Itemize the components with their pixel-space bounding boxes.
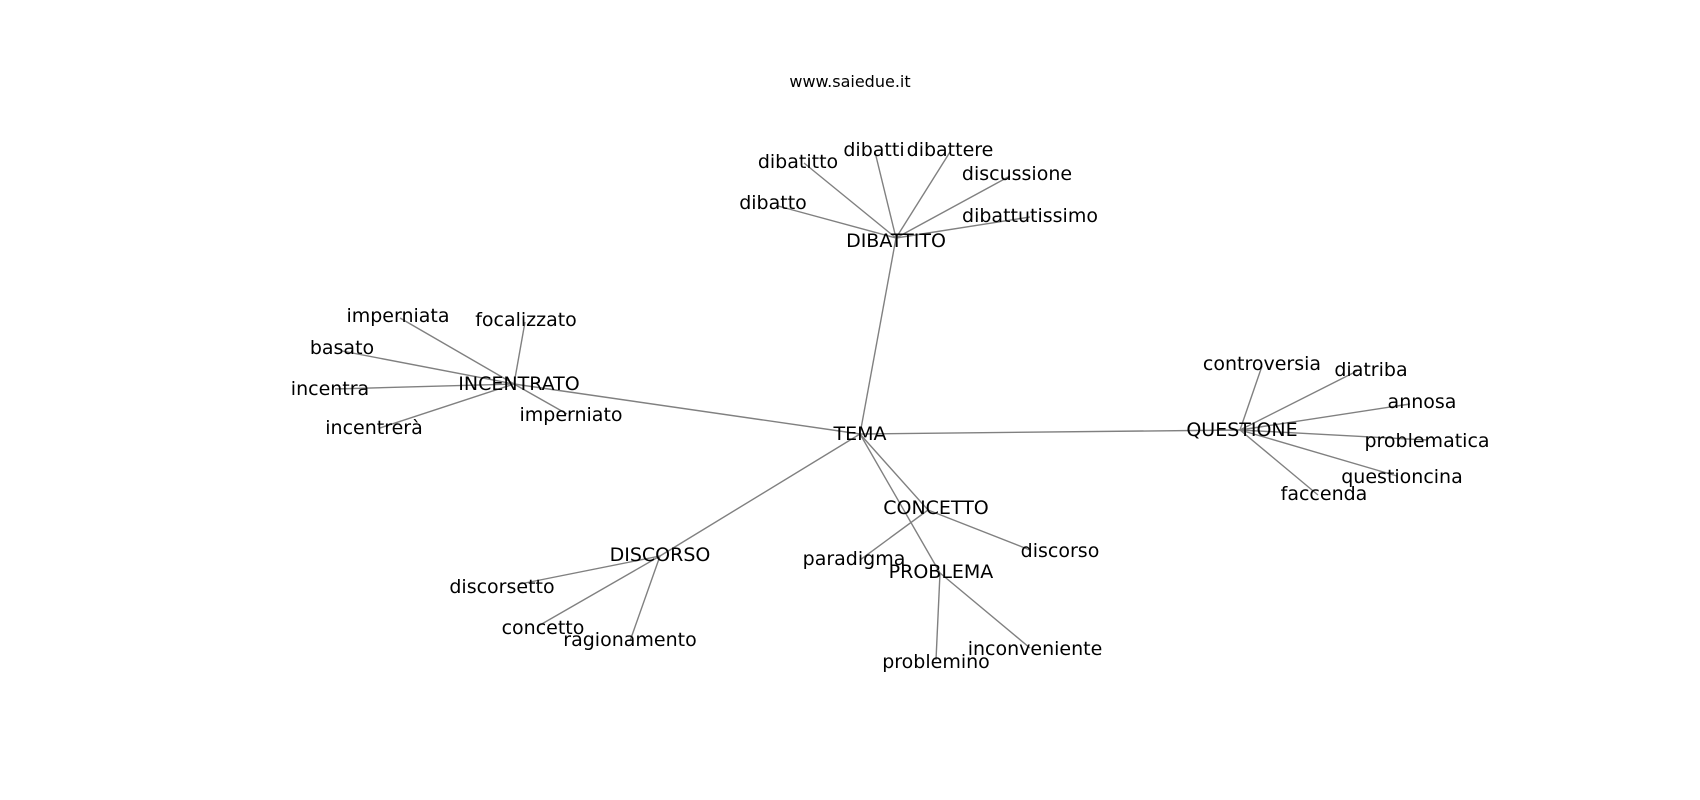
edge-questione-faccenda <box>1239 429 1319 496</box>
node-label-problema: PROBLEMA <box>889 561 994 583</box>
node-label-problemino: problemino <box>882 651 990 673</box>
edge-tema-concetto_hub <box>859 433 929 511</box>
edge-tema-problema <box>859 433 941 574</box>
node-label-tema: TEMA <box>832 423 886 445</box>
node-label-dibatitto: dibatitto <box>758 151 838 173</box>
node-label-incentrera: incentrerà <box>325 417 423 439</box>
edge-discorso_hub-concetto_leaf <box>539 555 661 626</box>
node-label-inconveniente: inconveniente <box>968 638 1103 660</box>
edge-discorso_hub-discorsetto <box>519 555 661 585</box>
edge-questione-questioncina <box>1239 429 1398 477</box>
edge-tema-discorso_hub <box>659 433 861 557</box>
edge-incentrato-incentra <box>334 383 515 390</box>
node-label-dibatto: dibatto <box>739 192 807 214</box>
edge-concetto_hub-discorso_leaf <box>927 509 1031 551</box>
edge-dibattito-dibattutissimo <box>895 216 1031 239</box>
node-label-diatriba: diatriba <box>1334 359 1407 381</box>
node-label-questioncina: questioncina <box>1341 466 1463 488</box>
edges-layer <box>334 151 1428 661</box>
node-label-discorsetto: discorsetto <box>449 576 554 598</box>
edge-dibattito-discussione <box>895 175 1011 239</box>
edge-tema-dibattito <box>859 237 897 435</box>
site-url: www.saiedue.it <box>789 72 911 91</box>
edge-incentrato-imperniata <box>399 317 515 385</box>
node-label-faccenda: faccenda <box>1281 483 1368 505</box>
node-label-ragionamento: ragionamento <box>563 629 696 651</box>
node-label-imperniato: imperniato <box>519 404 622 426</box>
edge-questione-problematica <box>1239 429 1428 441</box>
node-label-incentra: incentra <box>291 378 369 400</box>
edge-incentrato-imperniato <box>513 383 568 415</box>
edge-questione-diatriba <box>1239 370 1358 431</box>
edge-incentrato-basato <box>341 350 515 385</box>
edge-discorso_hub-ragionamento <box>629 555 661 642</box>
edge-dibattito-dibatti <box>874 151 897 239</box>
node-label-dibattito: DIBATTITO <box>846 230 946 252</box>
node-label-discorso-hub: DISCORSO <box>610 544 711 566</box>
edge-problema-problemino <box>935 572 941 661</box>
node-label-discussione: discussione <box>962 163 1072 185</box>
node-label-dibatti: dibatti <box>843 139 904 161</box>
edge-incentrato-focalizzato <box>513 321 526 385</box>
node-label-controversia: controversia <box>1203 353 1321 375</box>
node-label-questione: QUESTIONE <box>1186 419 1297 441</box>
node-label-problematica: problematica <box>1364 430 1489 452</box>
edge-questione-controversia <box>1239 365 1263 431</box>
labels-layer: TEMA DIBATTITO INCENTRATO QUESTIONE CONCETTO… <box>291 139 1490 673</box>
node-label-basato: basato <box>310 337 374 359</box>
node-label-focalizzato: focalizzato <box>475 309 577 331</box>
node-label-dibattere: dibattere <box>907 139 994 161</box>
edge-dibattito-dibattere <box>895 151 951 239</box>
edge-tema-questione <box>859 429 1241 435</box>
edge-incentrato-incentrera <box>379 383 515 429</box>
node-label-concetto-leaf: concetto <box>502 617 585 639</box>
edge-questione-annosa <box>1239 403 1411 431</box>
node-label-annosa: annosa <box>1388 391 1457 413</box>
edge-dibattito-dibatitto <box>803 162 897 239</box>
edge-dibattito-dibatto <box>777 205 897 239</box>
node-label-concetto-hub: CONCETTO <box>883 497 989 519</box>
node-label-incentrato: INCENTRATO <box>458 373 579 395</box>
node-label-paradigma: paradigma <box>803 548 906 570</box>
node-label-discorso-leaf: discorso <box>1021 540 1100 562</box>
edge-problema-inconveniente <box>939 572 1031 649</box>
node-label-dibattutissimo: dibattutissimo <box>962 205 1098 227</box>
edge-concetto_hub-paradigma <box>859 509 929 561</box>
edge-tema-incentrato <box>513 383 861 435</box>
node-label-imperniata: imperniata <box>346 305 449 327</box>
